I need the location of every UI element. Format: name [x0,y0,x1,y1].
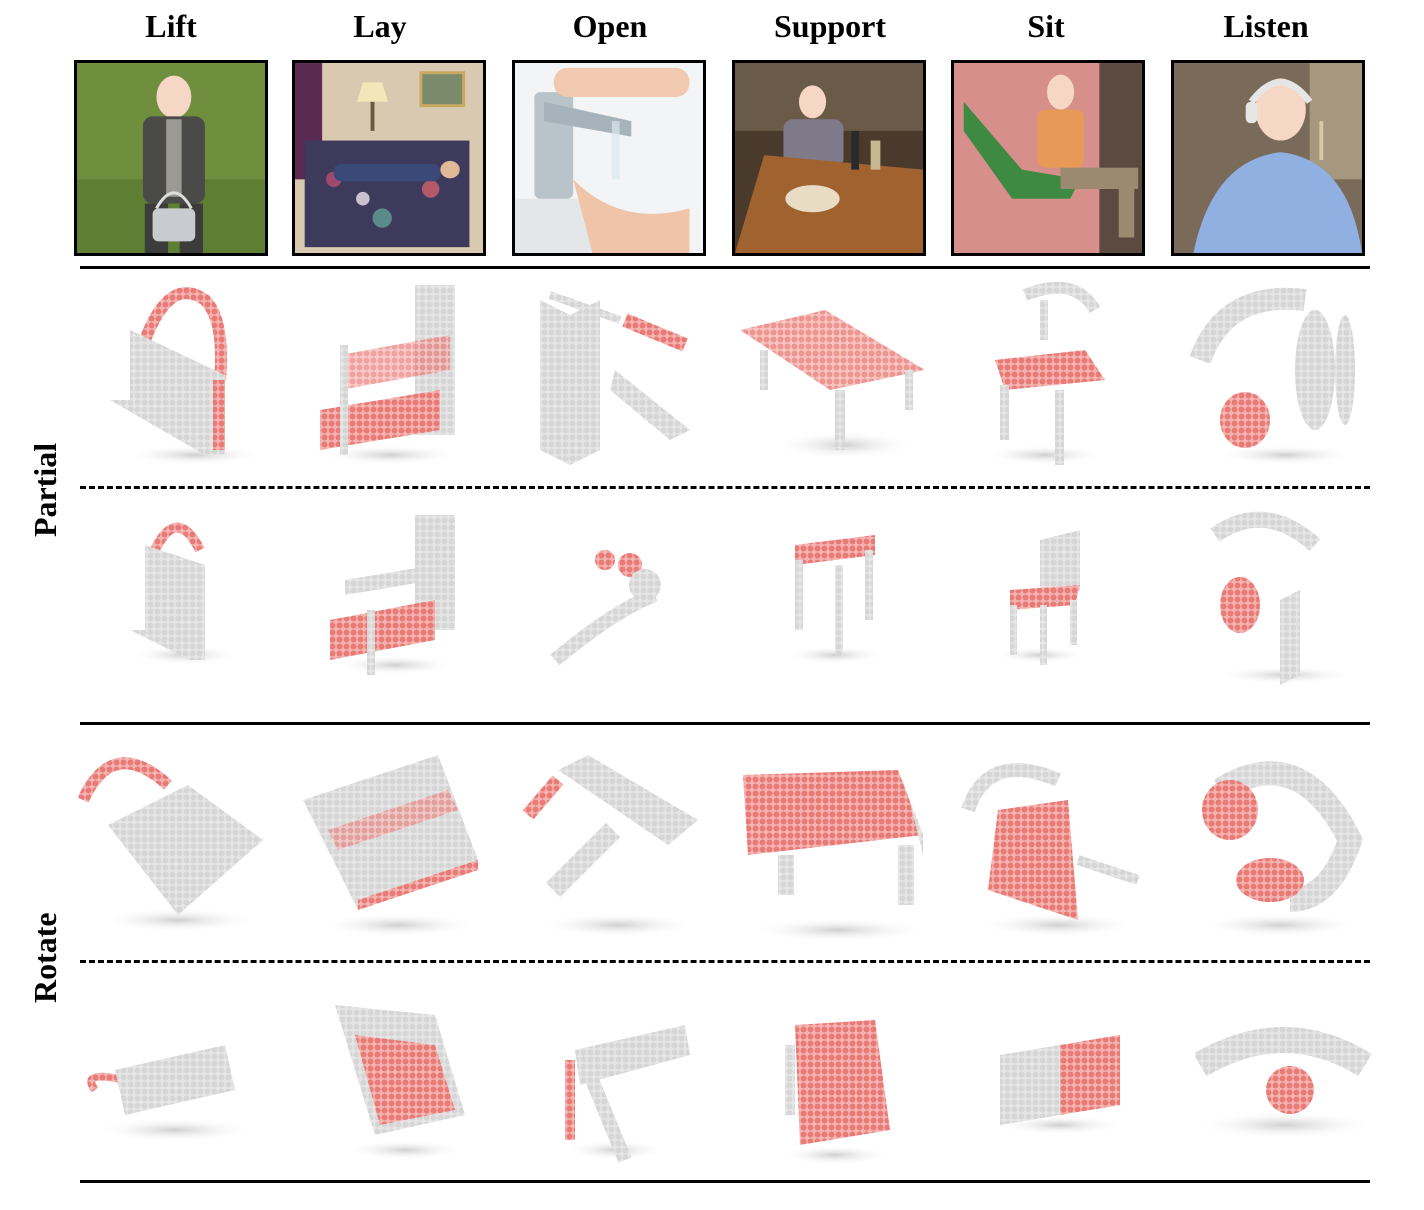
rotate-a-headphones [1180,750,1370,940]
rotate-a-handbag [78,745,268,935]
photo-lay [292,60,486,256]
column-label-open: Open [572,8,648,44]
column-label-support: Support [773,8,887,44]
rotate-a-faucet [518,750,708,940]
column-label-sit: Sit [1027,8,1065,44]
partial-a-handbag [85,280,275,470]
child-holding-handbag-image [77,63,265,253]
rotate-b-handbag [85,990,275,1180]
rotate-b-chair [990,1015,1180,1205]
photo-lift [74,60,268,256]
photo-listen [1171,60,1365,256]
rotate-b-bed [325,995,515,1185]
photo-open [512,60,706,256]
row-label-rotate: Rotate [27,912,63,1003]
rule-under-photos [80,266,1370,269]
partial-a-faucet [520,280,710,470]
rotate-b-table [765,1005,955,1195]
partial-b-headphones [1185,505,1375,695]
rotate-a-bed [298,750,488,940]
partial-b-table [765,510,955,700]
rotate-b-headphones [1195,1005,1385,1195]
partial-a-table [735,280,925,470]
rotate-a-chair [958,750,1148,940]
partial-a-chair [955,280,1145,470]
man-sitting-in-chair-image [954,63,1142,253]
partial-b-handbag [105,510,295,700]
man-wearing-headphones-image [1174,63,1362,253]
column-label-listen: Listen [1223,8,1309,44]
hands-at-faucet-image [515,63,703,253]
column-label-lift: Lift [145,8,197,44]
photo-sit [951,60,1145,256]
rule-after-partial [80,722,1370,725]
partial-b-faucet [535,510,725,700]
partial-a-bed [300,280,490,470]
partial-a-headphones [1175,280,1365,470]
photo-support [732,60,926,256]
row-label-partial: Partial [27,442,63,537]
dashed-divider-rotate [80,960,1370,963]
rotate-b-faucet [545,1000,735,1190]
person-lying-on-bed-image [295,63,483,253]
column-label-lay: Lay [353,8,407,44]
rotate-a-table [738,755,928,945]
partial-b-chair [980,510,1170,700]
woman-at-table-image [735,63,923,253]
dashed-divider-partial [80,486,1370,489]
partial-b-bed [315,510,505,700]
rule-bottom [80,1180,1370,1183]
